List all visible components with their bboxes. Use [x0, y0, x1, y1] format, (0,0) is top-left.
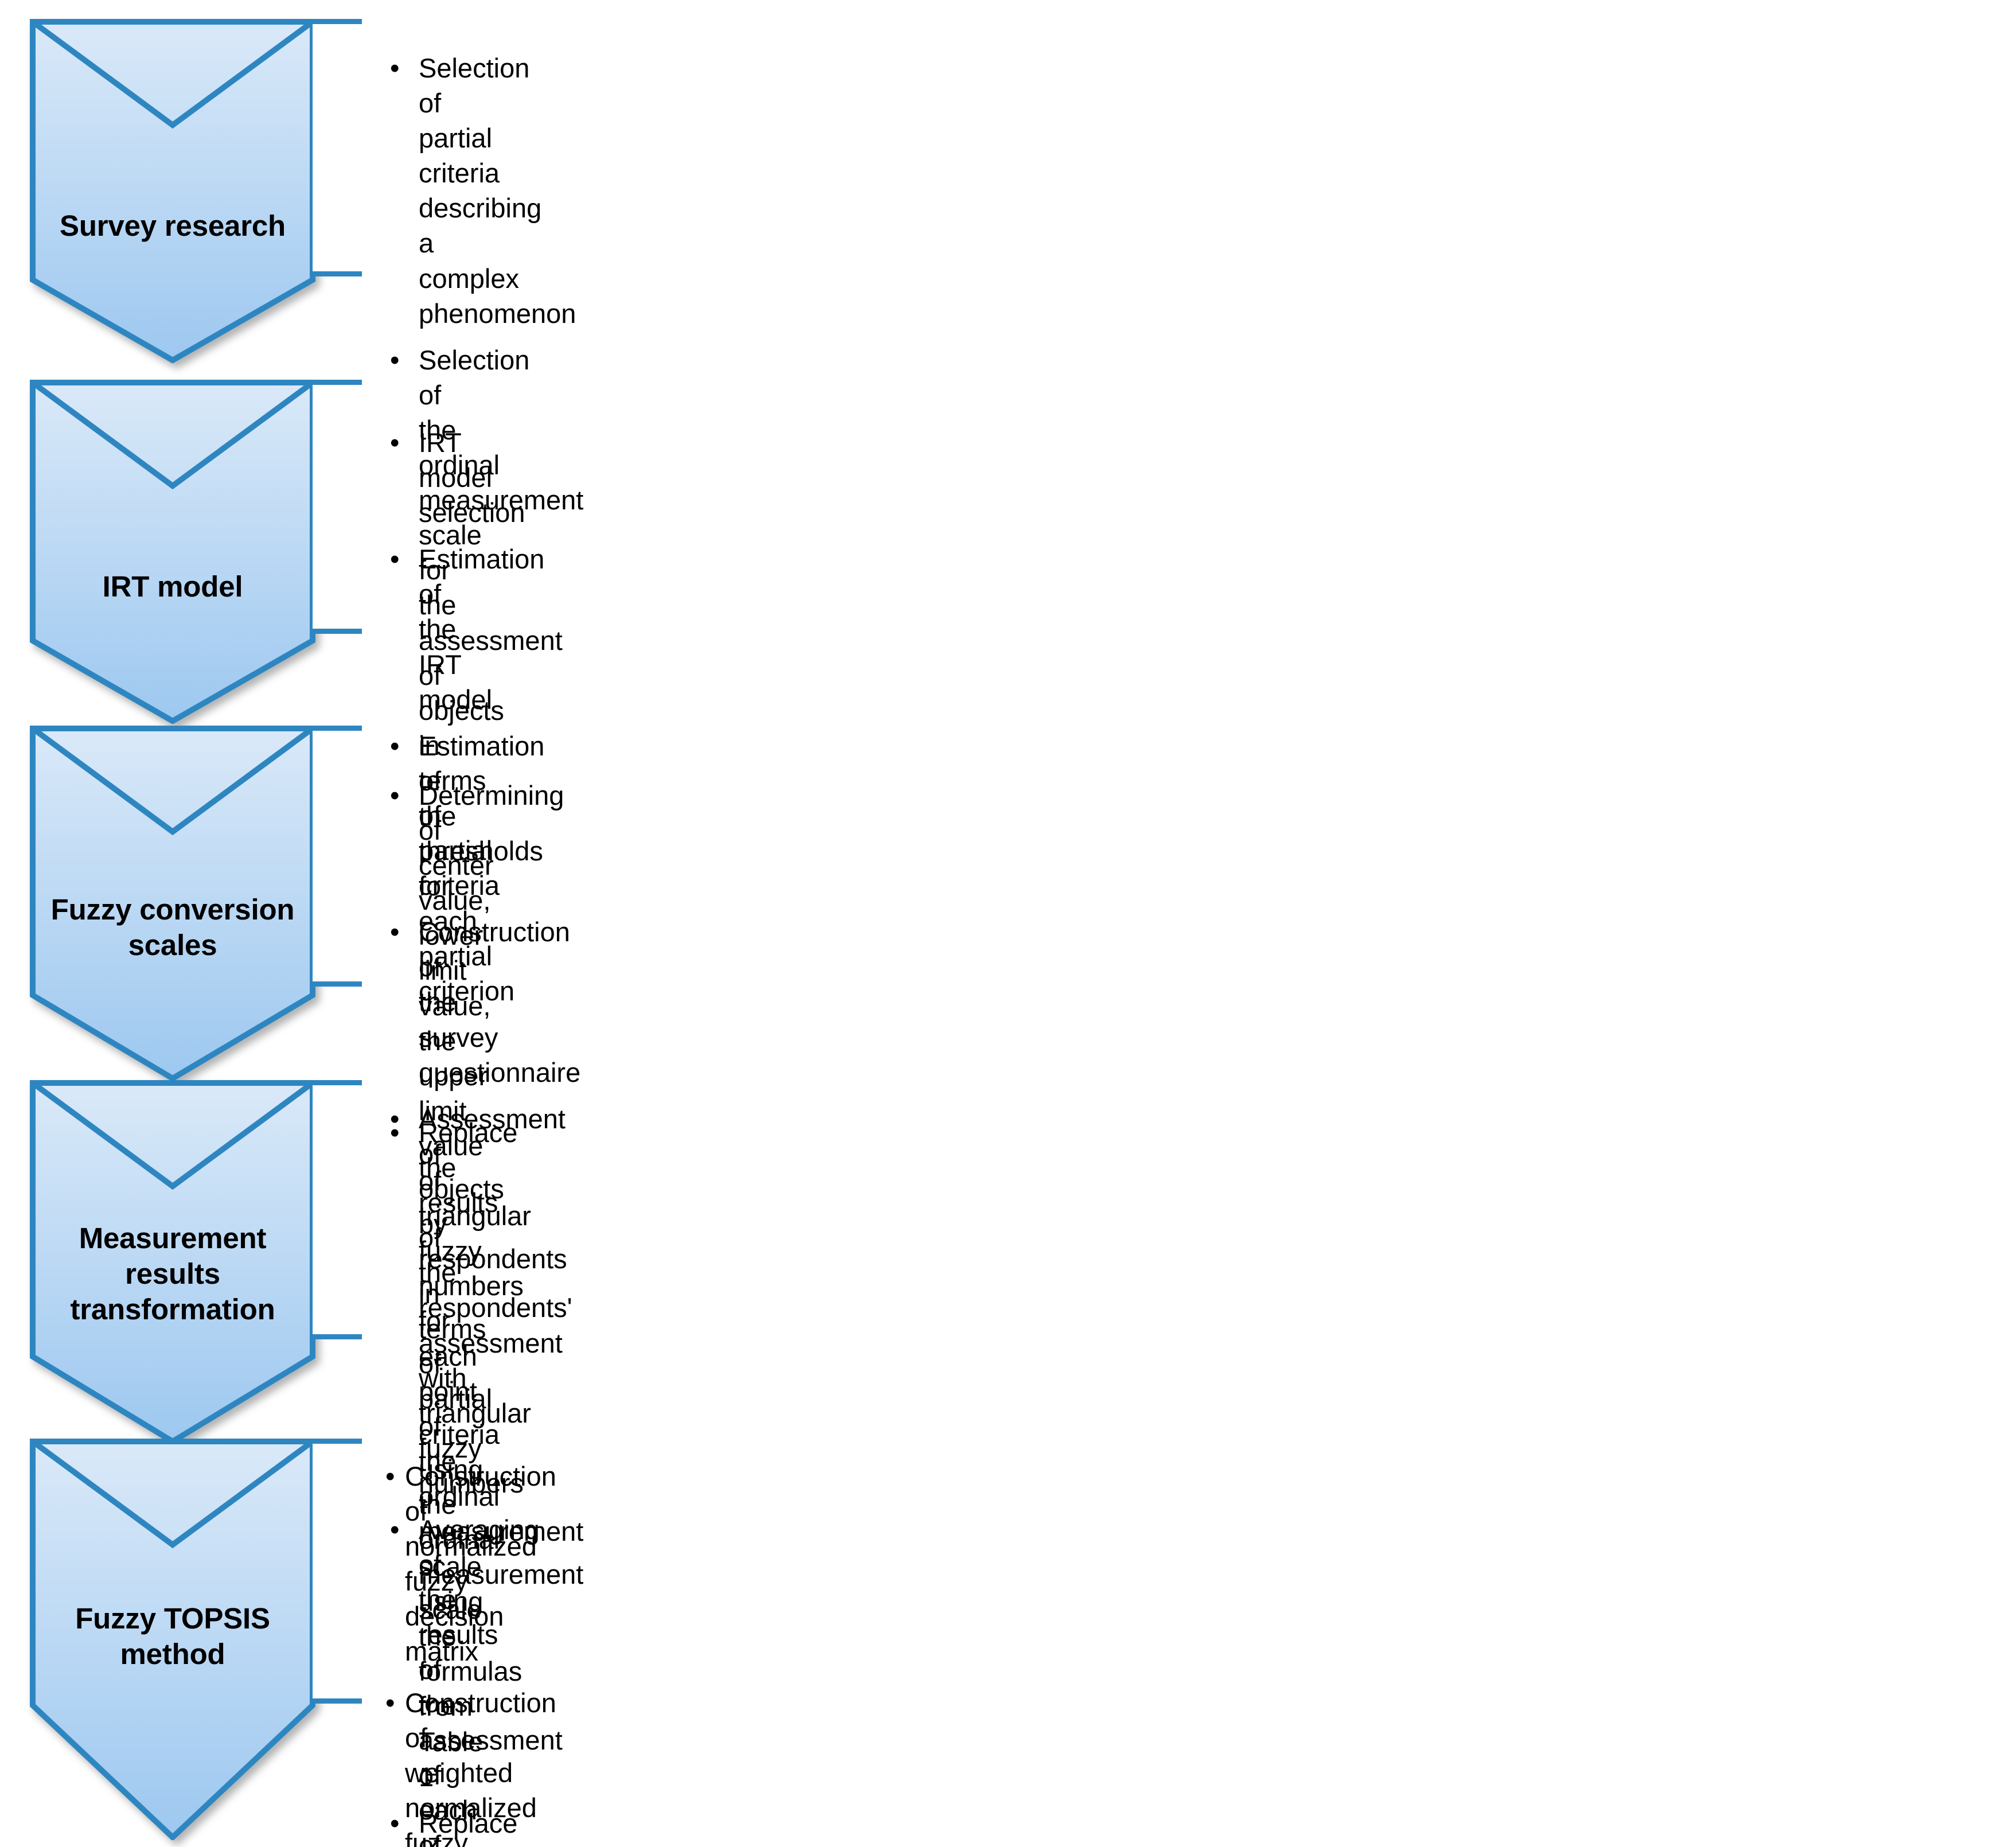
list-item: • Replace the results of the respondents'… — [377, 1115, 572, 1501]
stage-content-box-4: • Replace the results of the respondents'… — [313, 1080, 572, 1847]
bullet-dot-icon: • — [390, 344, 400, 375]
list-item-text: Construction of weighted normalized fuzz… — [405, 1687, 556, 1847]
list-item-text: Assessment of objects by respondents in … — [419, 1103, 584, 1625]
bullet-dot-icon: • — [385, 1461, 395, 1491]
list-item-text: Construction of normalized fuzzy decisio… — [405, 1461, 556, 1667]
list-item: • Assessment of objects by respondents in… — [377, 1101, 583, 1627]
list-item-text: Construction of the survey questionnaire — [419, 917, 581, 1088]
list-item: • Replace the points of the ordinal measu… — [377, 1806, 517, 1847]
list-item: • Selection of the ordinal measurement sc… — [377, 342, 583, 903]
list-item: • IRT model selection — [377, 425, 525, 530]
list-item: • Averaging of the results of the assessm… — [377, 1512, 563, 1847]
list-item-text: Estimation of the thresholds for each pa… — [419, 730, 545, 1007]
chevron-shape-icon — [30, 726, 315, 1081]
bullet-dot-icon: • — [390, 53, 400, 83]
list-item-text: Replace the results of the respondents' … — [419, 1117, 572, 1498]
stage-content-box-1: • Selection of partial criteria describin… — [313, 19, 583, 1624]
bullet-dot-icon: • — [390, 730, 400, 761]
chevron-shape-icon — [30, 19, 315, 363]
stage-chevron-5[interactable]: Fuzzy TOPSIS method — [30, 1439, 315, 1840]
bullet-dot-icon: • — [385, 1687, 395, 1718]
stage-content-box-5: •Construction of normalized fuzzy decisi… — [313, 1439, 556, 1847]
list-item: •Construction of weighted normalized fuz… — [377, 1685, 556, 1847]
chevron-shape-icon — [30, 1439, 315, 1840]
list-item: • Selection of partial criteria describin… — [377, 50, 576, 331]
list-item-text: Selection of partial criteria describing… — [419, 53, 576, 329]
bullet-dot-icon: • — [390, 1807, 400, 1838]
bullet-dot-icon: • — [390, 1103, 400, 1134]
list-item: • Estimation of the IRT model — [377, 541, 544, 716]
list-item-text: Selection of the ordinal measurement sca… — [419, 344, 584, 901]
bullet-dot-icon: • — [390, 544, 400, 575]
stage-chevron-1[interactable]: Survey research — [30, 19, 315, 363]
list-item: • Construction of the survey questionnair… — [377, 914, 580, 1089]
list-item: • Determining of center value, lower limi… — [377, 778, 583, 1794]
list-item: •Construction of normalized fuzzy decisi… — [377, 1459, 556, 1669]
bullet-dot-icon: • — [390, 427, 400, 458]
list-item-text: Determining of center value, lower limit… — [419, 780, 584, 1792]
stage-content-box-2: • IRT model selection • Estimation of the … — [313, 380, 544, 1006]
list-item: • Estimation of the thresholds for each p… — [377, 728, 544, 1009]
stage-content-box-3: • Determining of center value, lower limi… — [313, 726, 583, 1847]
list-item-text: Averaging of the results of the assessme… — [419, 1514, 563, 1847]
list-item-text: IRT model selection — [419, 427, 525, 528]
stage-chevron-3[interactable]: Fuzzy conversion scales — [30, 726, 315, 1081]
list-item-text: Replace the points of the ordinal measur… — [419, 1807, 518, 1847]
stage-chevron-2[interactable]: IRT model — [30, 380, 315, 724]
bullet-dot-icon: • — [390, 1514, 400, 1545]
bullet-dot-icon: • — [390, 1117, 400, 1148]
bullet-dot-icon: • — [390, 917, 400, 948]
bullet-dot-icon: • — [390, 780, 400, 811]
chevron-shape-icon — [30, 380, 315, 724]
stage-chevron-4[interactable]: Measurement results transformation — [30, 1080, 315, 1444]
list-item-text: Estimation of the IRT model — [419, 544, 545, 715]
chevron-shape-icon — [30, 1080, 315, 1444]
